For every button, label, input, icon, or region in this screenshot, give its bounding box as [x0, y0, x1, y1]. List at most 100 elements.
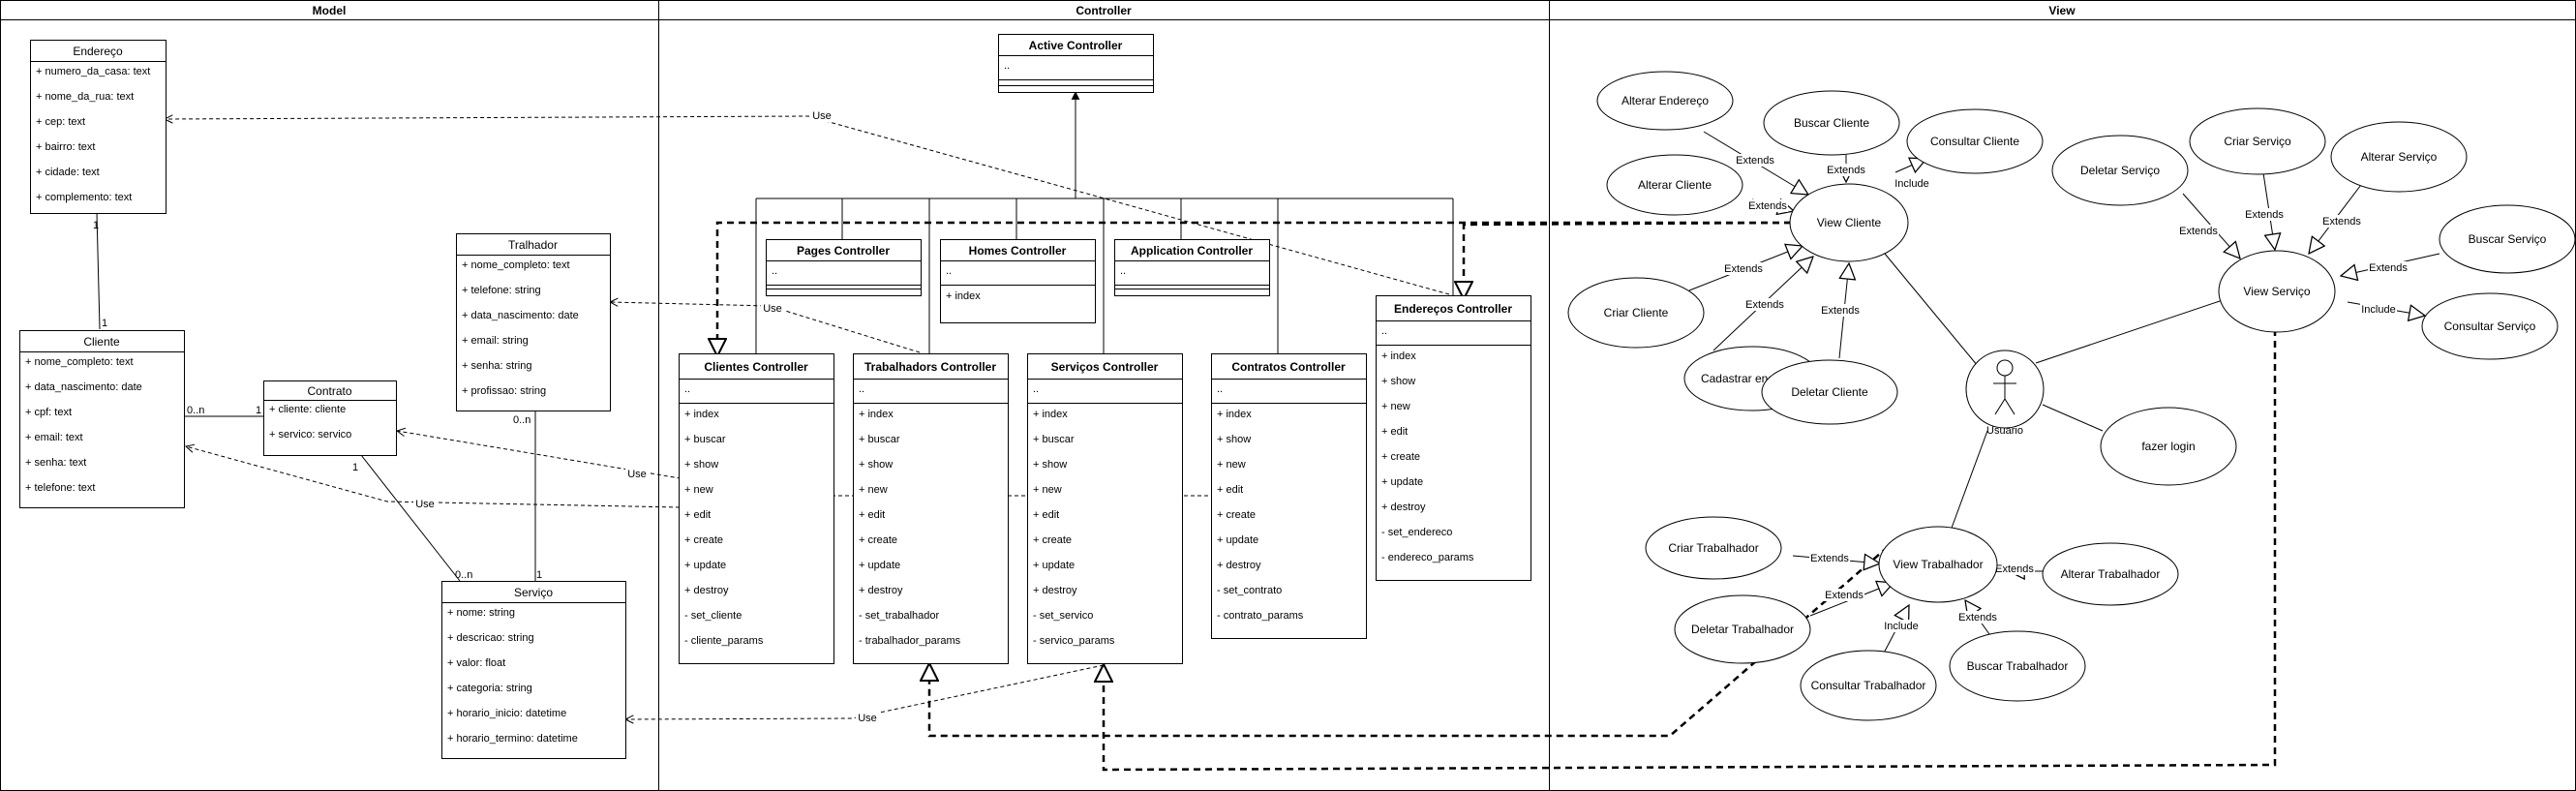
class-member: + cep: text	[36, 116, 85, 128]
usecase-alterar-cliente[interactable]: Alterar Cliente	[1606, 154, 1743, 216]
class-member: + update	[1381, 476, 1423, 488]
svg-text:Extends: Extends	[1825, 590, 1864, 601]
usecase-deletar-servico[interactable]: Deletar Serviço	[2051, 135, 2189, 206]
class-pages[interactable]: Pages Controller..	[766, 239, 922, 296]
usecase-alterar-servico[interactable]: Alterar Serviço	[2330, 121, 2468, 193]
label-use-contrato: Use	[627, 469, 647, 480]
use-clientes-cliente	[186, 446, 681, 508]
usecase-consultar-cliente[interactable]: Consultar Cliente	[1906, 108, 2044, 174]
usecase-buscar-trabalhador[interactable]: Buscar Trabalhador	[1949, 630, 2086, 702]
mult-servico-tralhador: 1	[536, 569, 542, 581]
class-member: + new	[684, 484, 713, 496]
usecase-alterar-trabalhador[interactable]: Alterar Trabalhador	[2042, 542, 2179, 606]
svg-text:Deletar Serviço: Deletar Serviço	[2080, 164, 2160, 177]
svg-text:Extends: Extends	[1995, 563, 2034, 575]
svg-text:Include: Include	[1884, 621, 1918, 632]
class-enderecos[interactable]: Endereços Controller..+ index+ show+ new…	[1376, 295, 1531, 581]
class-active[interactable]: Active Controller..	[998, 34, 1154, 93]
class-member: ..	[859, 383, 864, 395]
usecase-fazer-login[interactable]: fazer login	[2100, 407, 2237, 486]
class-member: + nome_da_rua: text	[36, 91, 134, 103]
class-member: ..	[946, 265, 952, 277]
usecase-view-cliente[interactable]: View Cliente	[1789, 183, 1909, 262]
class-clientes[interactable]: Clientes Controller..+ index+ buscar+ sh…	[679, 353, 834, 664]
class-endereco[interactable]: Endereço+ numero_da_casa: text+ nome_da_…	[30, 40, 167, 214]
class-member: + telefone: text	[25, 482, 95, 494]
svg-text:Extends: Extends	[1748, 200, 1787, 212]
usecase-deletar-trabalhador[interactable]: Deletar Trabalhador	[1674, 594, 1811, 664]
usecase-criar-trabalhador[interactable]: Criar Trabalhador	[1645, 516, 1782, 580]
class-servico[interactable]: Serviço+ nome: string+ descricao: string…	[441, 581, 626, 759]
class-member: + edit	[859, 509, 885, 521]
usecase-deletar-cliente[interactable]: Deletar Cliente	[1761, 359, 1898, 425]
class-member: + destroy	[1033, 585, 1077, 596]
view-cliente-to-enderecos-controller	[1464, 221, 1792, 299]
lane-model-title: Model	[313, 4, 347, 17]
class-member: - set_cliente	[684, 610, 742, 622]
class-application[interactable]: Application Controller..	[1114, 239, 1270, 296]
class-member: + show	[1381, 376, 1415, 387]
usecase-consultar-servico[interactable]: Consultar Serviço	[2421, 292, 2559, 360]
class-tralhador[interactable]: Tralhador+ nome_completo: text+ telefone…	[456, 233, 611, 411]
class-servicos[interactable]: Serviços Controller..+ index+ buscar+ sh…	[1027, 353, 1183, 664]
label-use-endereco: Use	[812, 110, 832, 122]
class-member: + senha: text	[25, 457, 86, 469]
class-title: Application Controller	[1131, 244, 1253, 258]
label-use-servico: Use	[858, 713, 877, 724]
usecase-buscar-servico[interactable]: Buscar Serviço	[2439, 204, 2576, 274]
class-homes[interactable]: Homes Controller..+ index	[940, 239, 1096, 323]
class-member: + index	[684, 409, 719, 420]
class-member: ..	[1381, 325, 1387, 337]
svg-text:Buscar Trabalhador: Buscar Trabalhador	[1967, 659, 2069, 673]
class-trabalhadors[interactable]: Trabalhadors Controller..+ index+ buscar…	[853, 353, 1009, 664]
class-member: + create	[859, 534, 897, 546]
label-use-tralhador: Use	[763, 303, 782, 315]
class-member: + cidade: text	[36, 167, 100, 178]
class-member: + bairro: text	[36, 141, 95, 153]
class-member: - trabalhador_params	[859, 635, 961, 647]
class-member: + horario_inicio: datetime	[447, 708, 566, 719]
class-title: Contrato	[307, 384, 351, 398]
mult-endereco-side: 1	[93, 220, 99, 231]
class-member: + update	[859, 560, 900, 571]
usecase-criar-cliente[interactable]: Criar Cliente	[1567, 277, 1705, 349]
class-member: + destroy	[1217, 560, 1261, 571]
class-contrato[interactable]: Contrato+ cliente: cliente+ servico: ser…	[263, 380, 397, 456]
class-member: ..	[1217, 383, 1223, 395]
actor-usuario[interactable]: Usuario	[1965, 350, 2045, 437]
usecase-view-servico[interactable]: View Serviço	[2218, 250, 2336, 333]
usecase-criar-servico[interactable]: Criar Serviço	[2189, 107, 2326, 175]
svg-text:Buscar Serviço: Buscar Serviço	[2469, 232, 2547, 246]
class-member: + data_nascimento: date	[462, 310, 579, 321]
label-use-cliente: Use	[415, 499, 435, 510]
use-cases: Alterar Endereço Buscar Cliente Consulta…	[1567, 71, 2576, 721]
usecase-alterar-endereco[interactable]: Alterar Endereço	[1596, 71, 1734, 131]
class-member: - set_contrato	[1217, 585, 1282, 596]
class-cliente[interactable]: Cliente+ nome_completo: text+ data_nasci…	[19, 330, 185, 508]
class-member: ..	[1120, 265, 1126, 277]
class-member: + numero_da_casa: text	[36, 66, 150, 77]
class-member: + show	[859, 459, 893, 471]
class-member: + show	[1217, 434, 1251, 445]
class-member: + horario_termino: datetime	[447, 733, 578, 745]
svg-text:Include: Include	[2361, 304, 2395, 316]
assoc-contrato-servico	[360, 454, 461, 582]
class-member: + email: string	[462, 335, 529, 347]
svg-text:Alterar Cliente: Alterar Cliente	[1638, 178, 1712, 192]
class-title: Contratos Controller	[1231, 360, 1346, 374]
class-member: + update	[1033, 560, 1075, 571]
class-contratos[interactable]: Contratos Controller..+ index+ show+ new…	[1211, 353, 1367, 639]
class-member: - set_servico	[1033, 610, 1093, 622]
usecase-buscar-cliente[interactable]: Buscar Cliente	[1763, 90, 1900, 156]
class-member: + edit	[1381, 426, 1408, 438]
class-member: + profissao: string	[462, 385, 546, 397]
usecase-consultar-trabalhador[interactable]: Consultar Trabalhador	[1800, 650, 1937, 721]
svg-text:Deletar Trabalhador: Deletar Trabalhador	[1691, 623, 1794, 636]
class-member: - set_trabalhador	[859, 610, 939, 622]
usecase-view-trabalhador[interactable]: View Trabalhador	[1878, 526, 1998, 603]
mult-cliente-side: 1	[102, 318, 107, 329]
class-member: - contrato_params	[1217, 610, 1304, 622]
svg-text:Extends: Extends	[2322, 216, 2361, 228]
svg-text:Alterar Serviço: Alterar Serviço	[2361, 150, 2438, 164]
